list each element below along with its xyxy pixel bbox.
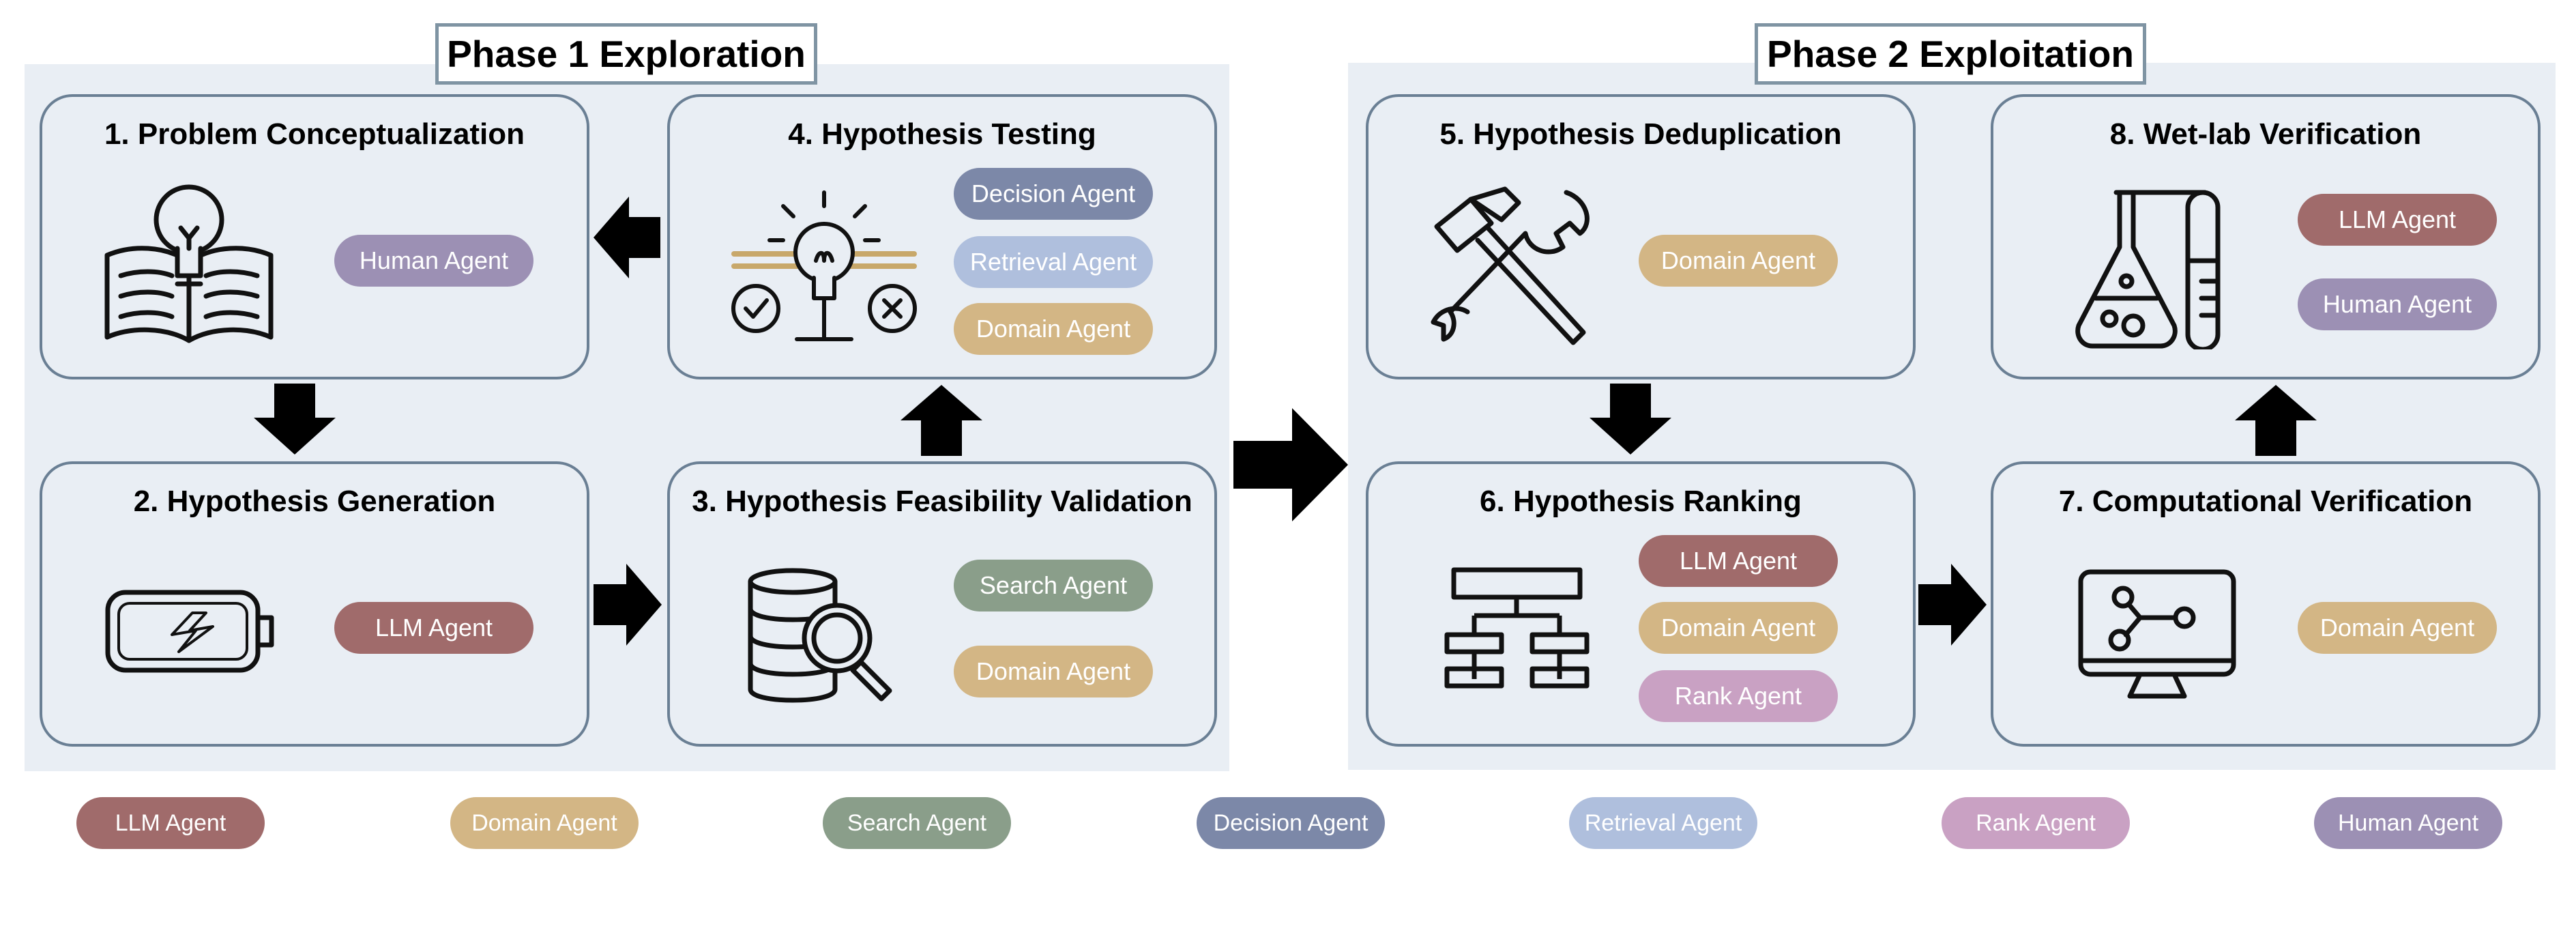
lightbulb-balance-icon xyxy=(731,190,917,341)
arrow-7-to-8 xyxy=(2235,385,2317,456)
legend-domain-agent: Domain Agent xyxy=(450,797,639,849)
legend-llm-agent: LLM Agent xyxy=(76,797,265,849)
step-5-box: 5. Hypothesis Deduplication Domain Agent xyxy=(1366,94,1916,379)
step-1-title: 1. Problem Conceptualization xyxy=(104,117,525,151)
step-4-agent-domain: Domain Agent xyxy=(954,303,1153,355)
battery-icon xyxy=(105,590,274,673)
arrow-1-to-2 xyxy=(254,384,336,455)
step-3-box: 3. Hypothesis Feasibility Validation Sea… xyxy=(667,461,1217,747)
step-5-agent-domain: Domain Agent xyxy=(1639,235,1838,287)
step-7-box: 7. Computational Verification Domain Age… xyxy=(1991,461,2541,747)
step-6-box: 6. Hypothesis Ranking LLM Agent Domain A… xyxy=(1366,461,1916,747)
phase-1-title: Phase 1 Exploration xyxy=(435,23,817,85)
step-3-agent-domain: Domain Agent xyxy=(954,646,1153,697)
step-1-box: 1. Problem Conceptualization Human Agent xyxy=(40,94,589,379)
arrow-3-to-4 xyxy=(901,385,982,456)
step-7-agent-domain: Domain Agent xyxy=(2298,602,2497,654)
step-6-agent-rank: Rank Agent xyxy=(1639,670,1838,722)
legend-human-agent: Human Agent xyxy=(2314,797,2502,849)
step-4-title: 4. Hypothesis Testing xyxy=(788,117,1096,151)
arrow-4-to-1 xyxy=(594,197,660,278)
flask-tube-icon xyxy=(2075,190,2221,349)
database-search-icon xyxy=(748,568,892,703)
step-4-agent-decision: Decision Agent xyxy=(954,168,1153,220)
step-6-agent-domain: Domain Agent xyxy=(1639,602,1838,654)
monitor-network-icon xyxy=(2078,569,2236,699)
step-8-agent-llm: LLM Agent xyxy=(2298,194,2497,246)
step-6-title: 6. Hypothesis Ranking xyxy=(1480,485,1802,518)
hierarchy-icon xyxy=(1444,567,1590,689)
step-2-title: 2. Hypothesis Generation xyxy=(133,485,496,518)
step-2-agent-llm: LLM Agent xyxy=(334,602,533,654)
step-4-box: 4. Hypothesis Testing Decision Agent Ret… xyxy=(667,94,1217,379)
step-5-title: 5. Hypothesis Deduplication xyxy=(1439,117,1842,151)
step-4-agent-retrieval: Retrieval Agent xyxy=(954,236,1153,288)
step-8-agent-human: Human Agent xyxy=(2298,278,2497,330)
arrow-phase1-to-phase2 xyxy=(1233,408,1348,521)
step-7-title: 7. Computational Verification xyxy=(2058,485,2473,518)
step-1-agent-human: Human Agent xyxy=(334,235,533,287)
arrow-5-to-6 xyxy=(1590,384,1671,455)
arrow-6-to-7 xyxy=(1918,564,1987,646)
step-6-agent-llm: LLM Agent xyxy=(1639,535,1838,587)
legend-retrieval-agent: Retrieval Agent xyxy=(1569,797,1757,849)
phase-2-title: Phase 2 Exploitation xyxy=(1755,23,2146,85)
step-8-title: 8. Wet-lab Verification xyxy=(2109,117,2422,151)
legend-rank-agent: Rank Agent xyxy=(1942,797,2130,849)
arrow-2-to-3 xyxy=(594,564,662,646)
step-2-box: 2. Hypothesis Generation LLM Agent xyxy=(40,461,589,747)
legend-search-agent: Search Agent xyxy=(823,797,1011,849)
step-3-agent-search: Search Agent xyxy=(954,560,1153,611)
legend-decision-agent: Decision Agent xyxy=(1197,797,1385,849)
step-3-title: 3. Hypothesis Feasibility Validation xyxy=(692,485,1192,518)
hammer-wrench-icon xyxy=(1431,186,1590,345)
book-lightbulb-icon xyxy=(104,184,274,343)
step-8-box: 8. Wet-lab Verification LLM Agent Human … xyxy=(1991,94,2541,379)
